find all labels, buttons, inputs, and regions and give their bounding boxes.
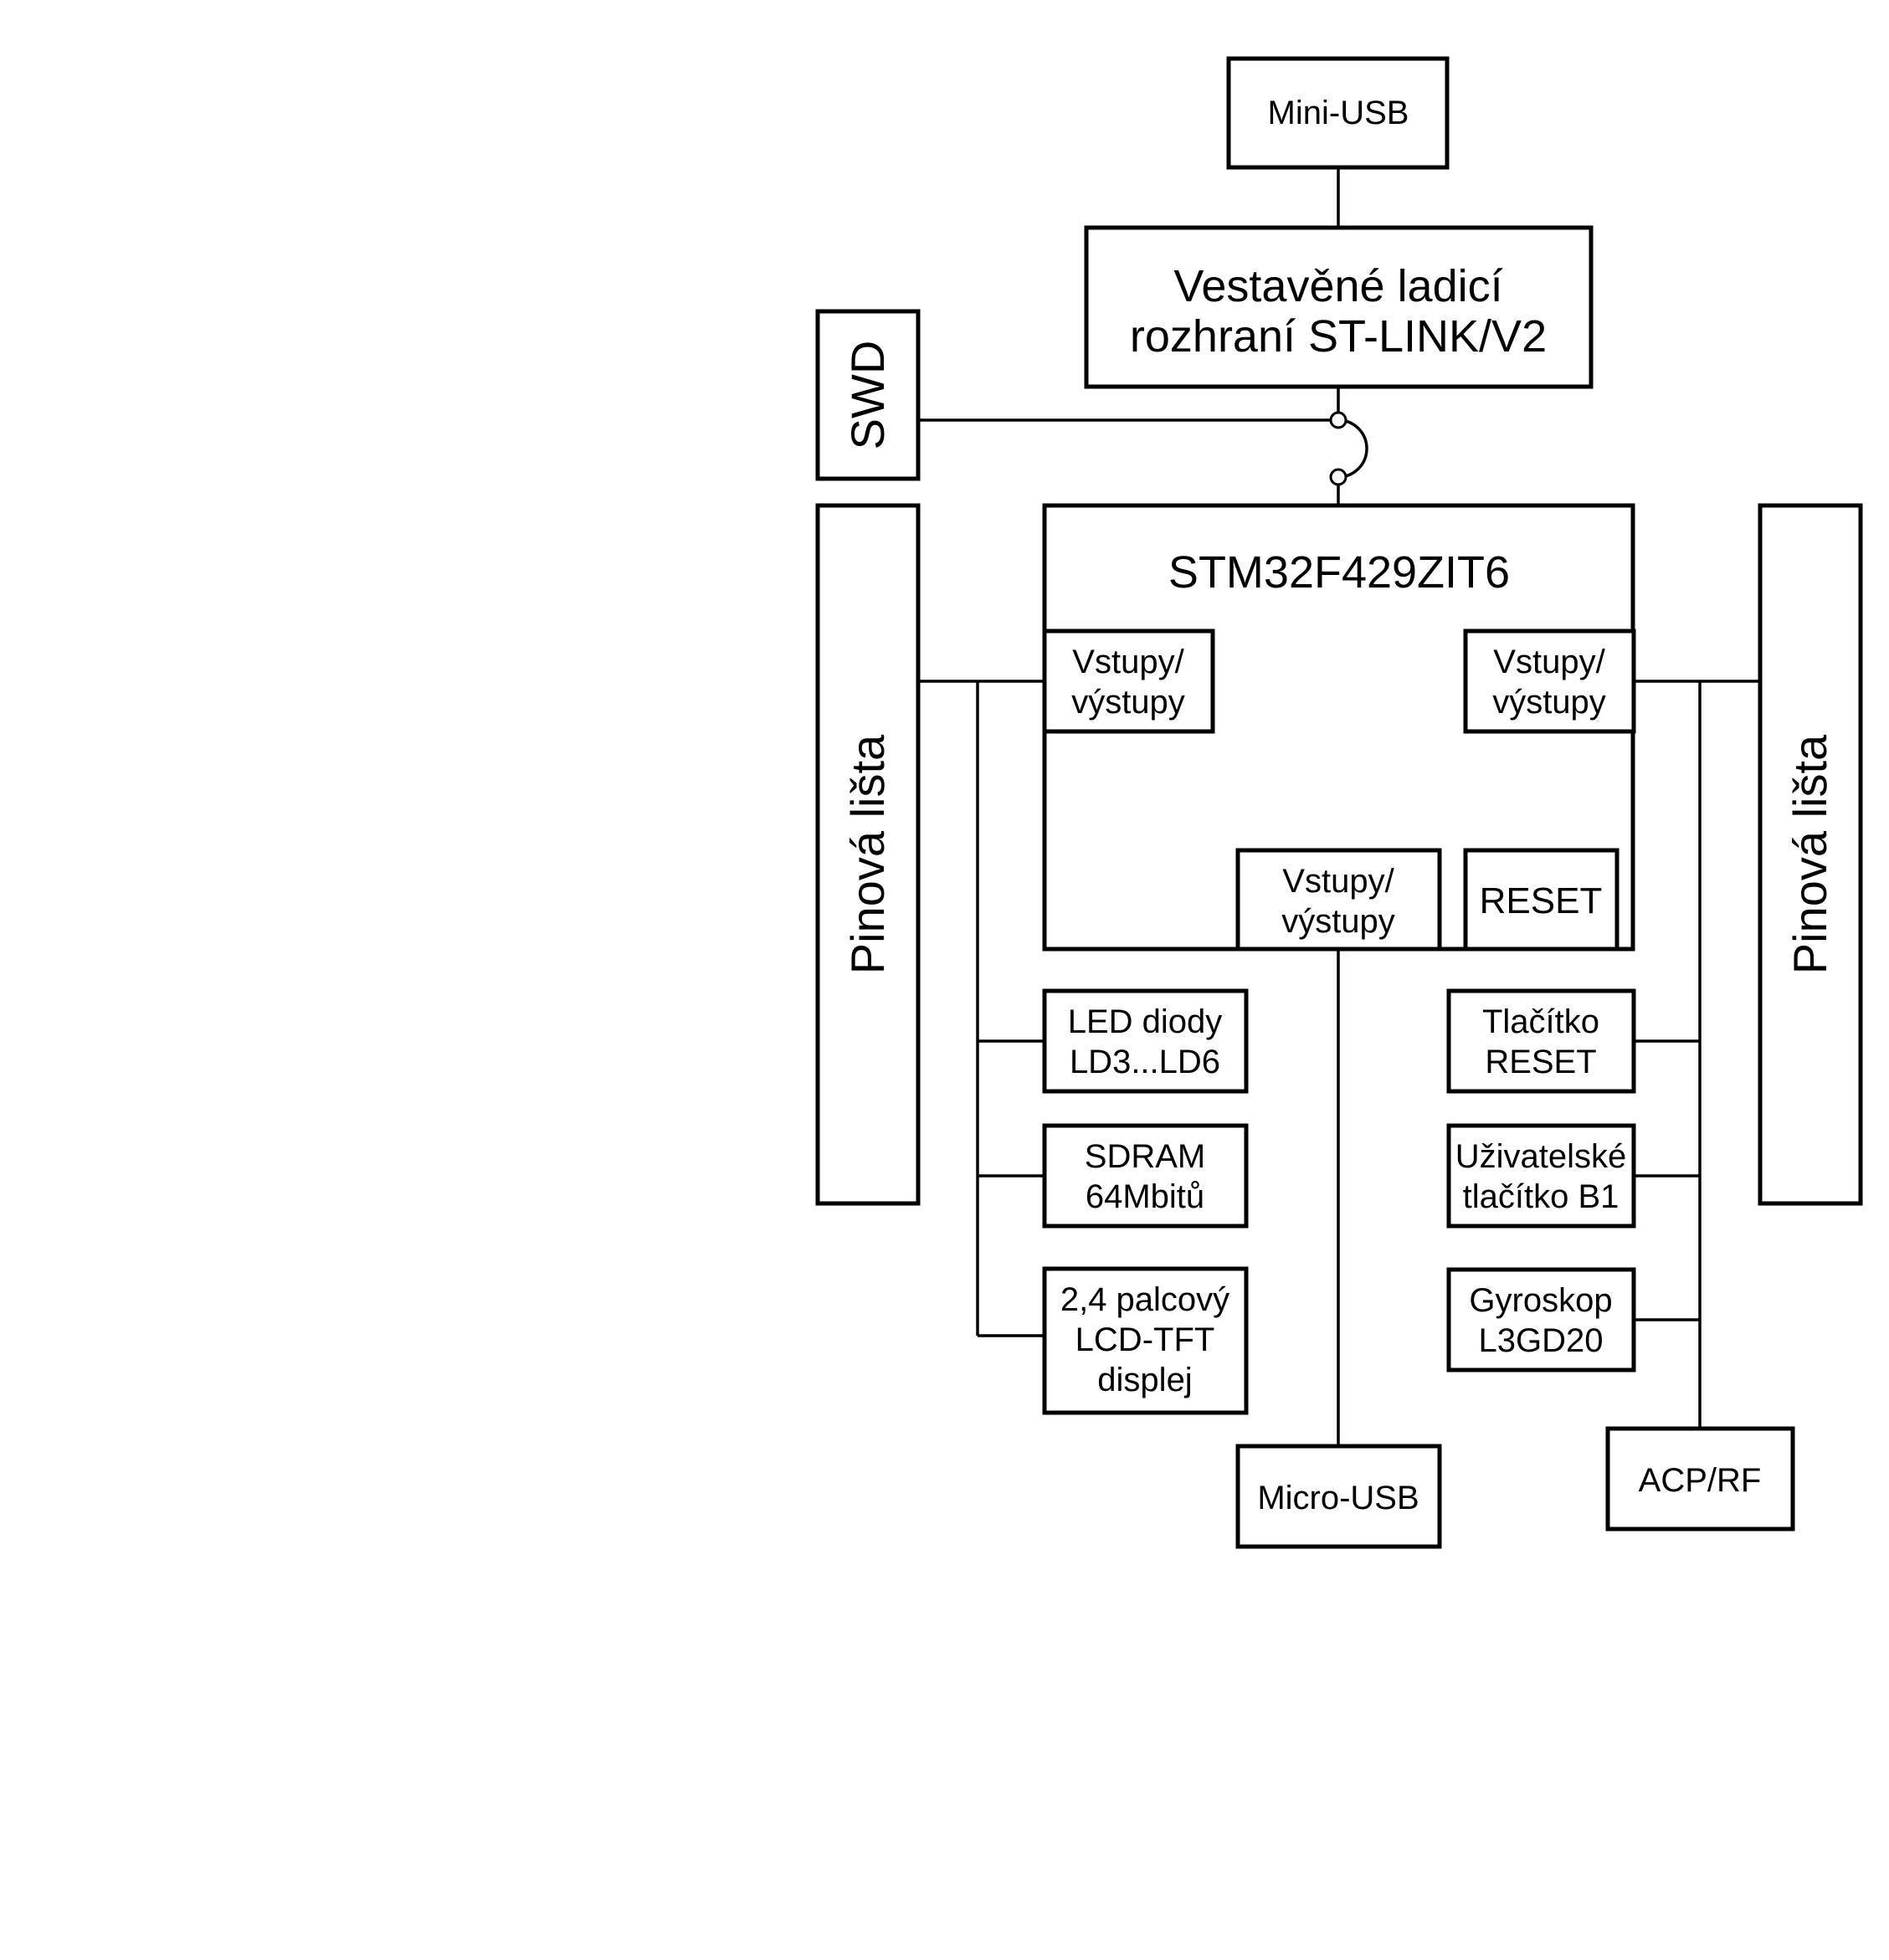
- pin-header-right: Pinová lišta: [1758, 503, 1863, 1206]
- sdram-line2: 64Mbitů: [1086, 1178, 1204, 1215]
- io-left-line2: výstupy: [1071, 684, 1185, 721]
- acp-rf-block: ACP/RF: [1605, 1426, 1795, 1532]
- micro-usb-label: Micro-USB: [1257, 1480, 1419, 1516]
- reset-block: RESET: [1463, 848, 1620, 952]
- io-right-line1: Vstupy/: [1493, 644, 1605, 680]
- io-right-block: Vstupy/ výstupy: [1463, 629, 1636, 734]
- mcu-label: STM32F429ZIT6: [1168, 547, 1510, 598]
- junction-top: [1329, 411, 1347, 429]
- swd-block: SWD: [815, 309, 921, 481]
- user-btn-line1: Uživatelské: [1455, 1138, 1627, 1175]
- mini-usb-block: Mini-USB: [1226, 56, 1450, 170]
- lcd-block: 2,4 palcový LCD-TFT displej: [1042, 1266, 1249, 1415]
- acp-rf-label: ACP/RF: [1639, 1462, 1762, 1499]
- io-left-line1: Vstupy/: [1072, 644, 1184, 680]
- led-block: LED diody LD3...LD6: [1042, 988, 1249, 1094]
- reset-btn-line2: RESET: [1485, 1044, 1596, 1080]
- stlink-label-line2: rozhraní ST-LINK/V2: [1130, 311, 1547, 362]
- lcd-line3: displej: [1097, 1362, 1192, 1398]
- sdram-line1: SDRAM: [1085, 1138, 1205, 1175]
- swd-label: SWD: [841, 341, 894, 450]
- mini-usb-label: Mini-USB: [1268, 95, 1409, 131]
- pin-header-left: Pinová lišta: [815, 503, 921, 1206]
- gyro-line2: L3GD20: [1479, 1322, 1604, 1359]
- connections: [918, 167, 1760, 1446]
- reset-button-block: Tlačítko RESET: [1446, 988, 1636, 1094]
- micro-usb-block: Micro-USB: [1235, 1444, 1442, 1549]
- io-bottom-line1: Vstupy/: [1282, 863, 1394, 900]
- gyro-block: Gyroskop L3GD20: [1446, 1267, 1636, 1373]
- io-bottom-line2: výstupy: [1281, 903, 1395, 940]
- reset-btn-line1: Tlačítko: [1482, 1003, 1599, 1040]
- io-left-block: Vstupy/ výstupy: [1042, 629, 1215, 734]
- crossover-arc: [1337, 418, 1368, 479]
- led-line2: LD3...LD6: [1070, 1044, 1220, 1080]
- lcd-line1: 2,4 palcový: [1060, 1281, 1229, 1318]
- pin-header-right-label: Pinová lišta: [1784, 734, 1836, 974]
- led-line1: LED diody: [1068, 1003, 1223, 1040]
- lcd-line2: LCD-TFT: [1075, 1321, 1215, 1358]
- pin-header-left-label: Pinová lišta: [841, 734, 894, 974]
- stlink-block: Vestavěné ladicí rozhraní ST-LINK/V2: [1084, 225, 1594, 389]
- io-bottom-block: Vstupy/ výstupy: [1235, 848, 1442, 952]
- user-btn-line2: tlačítko B1: [1463, 1178, 1620, 1215]
- sdram-block: SDRAM 64Mbitů: [1042, 1123, 1249, 1229]
- gyro-line1: Gyroskop: [1469, 1282, 1612, 1319]
- junction-bottom: [1329, 468, 1347, 486]
- user-button-block: Uživatelské tlačítko B1: [1446, 1123, 1636, 1229]
- stlink-label-line1: Vestavěné ladicí: [1173, 261, 1502, 311]
- reset-label: RESET: [1480, 880, 1603, 921]
- io-right-line2: výstupy: [1492, 684, 1606, 721]
